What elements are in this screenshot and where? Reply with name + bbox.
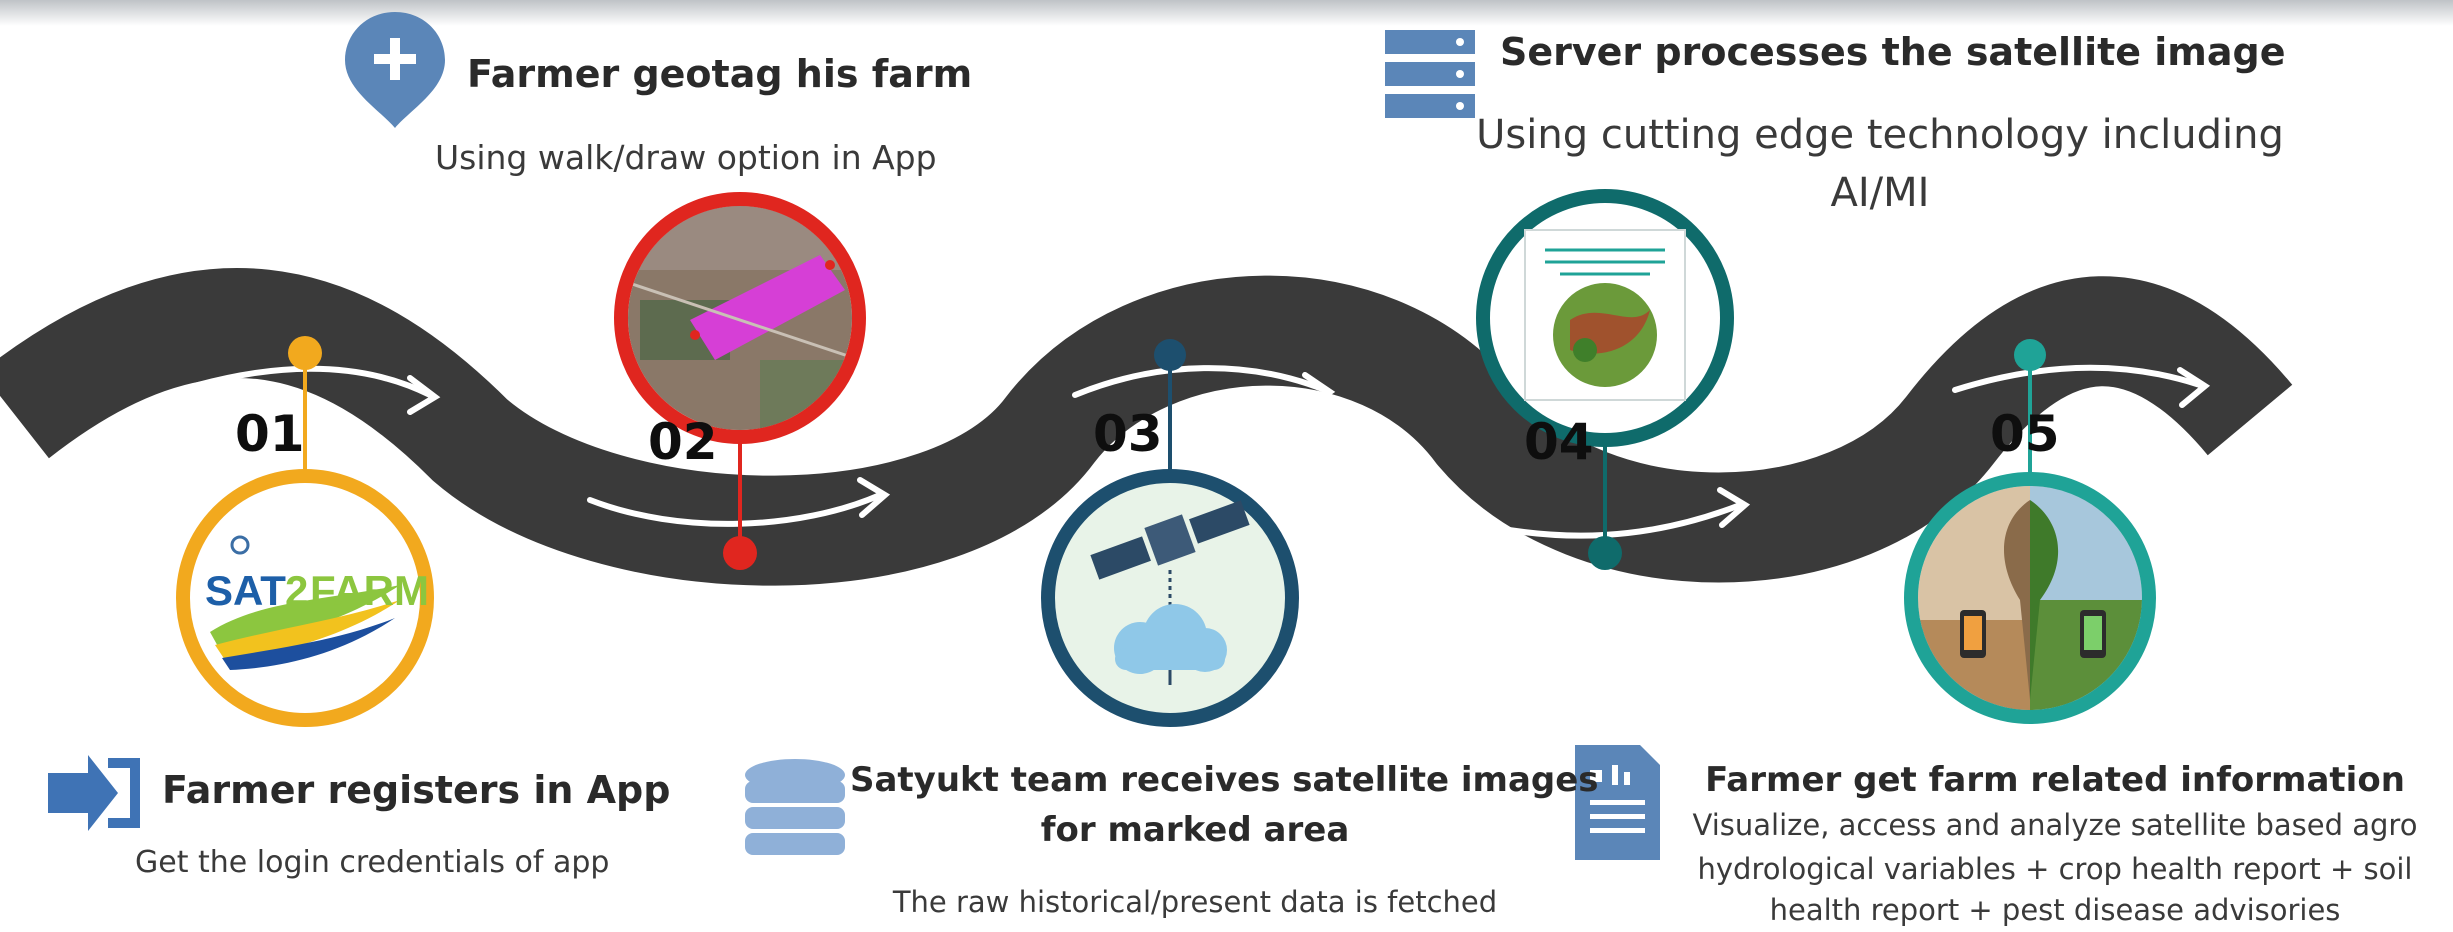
step-03-satellite-circle [1041, 469, 1299, 727]
database-icon [745, 759, 845, 855]
step-02-desc: Using walk/draw option in App [435, 138, 937, 177]
step-03-title: Satyukt team receives satellite images [850, 760, 1599, 800]
step-05-desc: Visualize, access and analyze satellite … [1692, 808, 2418, 842]
step-03-desc: The raw historical/present data is fetch… [892, 885, 1498, 919]
step-01-desc: Get the login credentials of app [135, 845, 610, 880]
step-01-number: 01 [235, 405, 305, 463]
server-rack-icon [1385, 30, 1475, 118]
step-05-title: Farmer get farm related information [1705, 760, 2405, 800]
logo-sat-text: SAT [205, 567, 286, 614]
step-02-connector [723, 440, 757, 570]
road [0, 268, 2293, 586]
step-04-title: Server processes the satellite image [1500, 30, 2286, 74]
step-05-desc-line3: health report + pest disease advisories [1769, 893, 2341, 927]
step-04-desc: Using cutting edge technology including [1476, 112, 2284, 158]
step-03-number: 03 [1093, 405, 1163, 463]
step-01-title: Farmer registers in App [162, 768, 671, 812]
step-05-connector [2014, 339, 2046, 480]
login-arrow-icon [48, 755, 140, 831]
step-02-map-circle [614, 192, 866, 444]
step-02-number: 02 [648, 413, 718, 471]
logo-farm-text: FARM [310, 567, 429, 614]
step-04-processing-circle [1476, 189, 1734, 447]
step-01-connector [288, 336, 322, 470]
step-04-desc-line2: AI/MI [1830, 170, 1930, 216]
step-03-connector [1154, 339, 1186, 480]
logo-two-text: 2 [285, 567, 308, 614]
step-04-connector [1588, 440, 1622, 570]
step-05-farm-circle [1904, 472, 2156, 724]
step-05-desc-line2: hydrological variables + crop health rep… [1697, 852, 2413, 886]
document-report-icon [1575, 745, 1660, 860]
step-01-logo-circle: SAT 2 FARM [176, 469, 434, 727]
step-03-title-line2: for marked area [1040, 810, 1350, 850]
step-04-number: 04 [1524, 413, 1594, 471]
map-pin-plus-icon [345, 12, 445, 128]
cloud-icon [1114, 604, 1227, 674]
step-05-number: 05 [1990, 405, 2060, 463]
satellite-icon [1090, 500, 1250, 580]
step-02-title: Farmer geotag his farm [467, 52, 973, 96]
